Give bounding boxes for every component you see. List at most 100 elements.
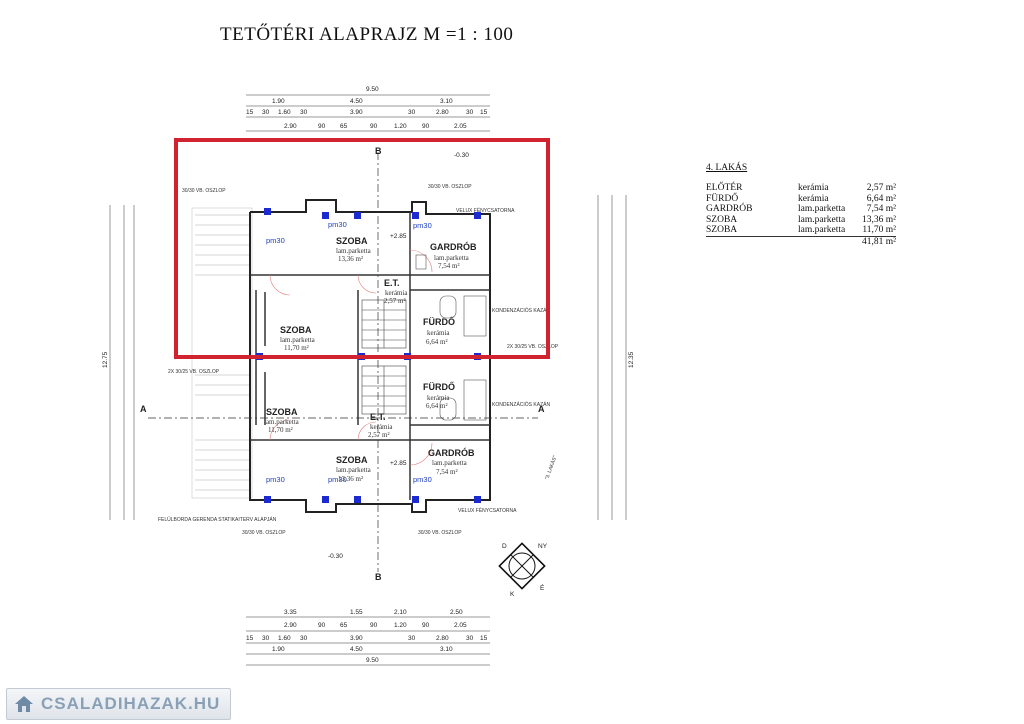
svg-text:E.T.: E.T. bbox=[384, 278, 400, 288]
apartment-total: 41,81 m² bbox=[706, 235, 896, 247]
apartment-area-table: 4. LAKÁS ELŐTÉR kerámia 2,57 m² FÜRDŐ ke… bbox=[706, 163, 896, 247]
svg-text:13,36 m²: 13,36 m² bbox=[338, 255, 363, 263]
svg-text:kerámia: kerámia bbox=[370, 423, 393, 431]
pillar-note-top-left: 30/30 VB. OSZLOP bbox=[182, 188, 226, 194]
svg-text:SZOBA: SZOBA bbox=[266, 407, 298, 417]
dim-top-r2-6: 2.80 bbox=[436, 109, 449, 116]
compass-e: É bbox=[540, 583, 545, 592]
level-top: -0.30 bbox=[454, 152, 469, 159]
svg-text:lam.parketta: lam.parketta bbox=[264, 418, 300, 426]
dim-top-r3-6: 2.05 bbox=[454, 123, 467, 130]
stairs bbox=[361, 299, 407, 415]
dim-bot-r2-5: 30 bbox=[408, 635, 416, 642]
dim-bot-r3-2: 3.10 bbox=[440, 646, 453, 653]
dim-bot-r1-2: 65 bbox=[340, 622, 348, 629]
house-icon bbox=[15, 696, 33, 712]
room-gardrob-top: GARDRÓB lam.parketta 7,54 m² bbox=[430, 241, 477, 270]
beam-note: FELÜLBORDA GERENDA STATIKAITERV ALAPJÁN bbox=[158, 516, 277, 523]
svg-text:6,64 m²: 6,64 m² bbox=[426, 338, 448, 346]
dim-bot-r2-2: 1.60 bbox=[278, 635, 291, 642]
dim-bot-r1-1: 90 bbox=[318, 622, 326, 629]
dim-right-total: 12.35 bbox=[628, 351, 635, 368]
svg-text:E.T.: E.T. bbox=[370, 412, 386, 422]
dim-bot-r2-1: 30 bbox=[262, 635, 270, 642]
table-row: GARDRÓB lam.parketta 7,54 m² bbox=[706, 204, 896, 214]
svg-text:11,70 m²: 11,70 m² bbox=[284, 344, 309, 352]
compass-ny: NY bbox=[538, 543, 548, 550]
dim-bot-r1-5: 90 bbox=[422, 622, 430, 629]
pm30-label: pm30 bbox=[413, 475, 432, 484]
kazan-note-bottom: KONDENZÁCIÓS KAZÁN bbox=[492, 401, 550, 408]
velux-note-top: VELUX FÉNYCSATORNA bbox=[456, 207, 515, 214]
dim-bot-r2-8: 15 bbox=[480, 635, 488, 642]
level-bottom: -0.30 bbox=[328, 553, 343, 560]
bathroom-fixtures bbox=[415, 254, 487, 421]
compass-k: K bbox=[510, 591, 515, 598]
svg-text:kerámia: kerámia bbox=[427, 329, 450, 337]
dim-bot-r1-3: 90 bbox=[370, 622, 378, 629]
pm30-label: pm30 bbox=[413, 221, 432, 230]
svg-text:lam.parketta: lam.parketta bbox=[432, 459, 468, 467]
dim-bot-r2-0: 15 bbox=[246, 635, 254, 642]
dim-top-total: 9.50 bbox=[366, 86, 379, 93]
dim-bot-r2-3: 30 bbox=[300, 635, 308, 642]
table-row: ELŐTÉR kerámia 2,57 m² bbox=[706, 183, 896, 193]
svg-text:SZOBA: SZOBA bbox=[336, 455, 368, 465]
pillar2-note-left: 2X 30/25 VB. OSZLOP bbox=[168, 369, 220, 375]
svg-text:SZOBA: SZOBA bbox=[280, 325, 312, 335]
table-row: SZOBA lam.parketta 13,36 m² bbox=[706, 214, 896, 225]
room-szoba-top: SZOBA lam.parketta 13,36 m² bbox=[336, 236, 372, 263]
pm30-label: pm30 bbox=[328, 220, 347, 229]
dim-top-r2-3: 30 bbox=[300, 109, 308, 116]
table-row: FÜRDŐ kerámia 6,64 m² bbox=[706, 193, 896, 204]
table-row: SZOBA lam.parketta 11,70 m² bbox=[706, 225, 896, 235]
svg-text:6,64 m²: 6,64 m² bbox=[426, 402, 448, 410]
dim-bot-r0-1: 1.55 bbox=[350, 609, 363, 616]
dim-top-r2-4: 3.90 bbox=[350, 109, 363, 116]
compass-rose-icon: D NY É K bbox=[498, 542, 548, 598]
room-szoba-mid-bottom: SZOBA lam.parketta 11,70 m² bbox=[264, 407, 300, 434]
level-285-top: +2.85 bbox=[390, 233, 407, 240]
dim-bot-r0-3: 2.50 bbox=[450, 609, 463, 616]
pm30-label: pm30 bbox=[328, 475, 347, 484]
dim-top-r3-2: 65 bbox=[340, 123, 348, 130]
dim-top-r3-4: 1.20 bbox=[394, 123, 407, 130]
dim-bot-r0-2: 2.10 bbox=[394, 609, 407, 616]
pm30-label: pm30 bbox=[266, 475, 285, 484]
section-b-top: B bbox=[375, 146, 382, 156]
dim-bot-r3-1: 4.50 bbox=[350, 646, 363, 653]
svg-text:7,54 m²: 7,54 m² bbox=[436, 468, 458, 476]
svg-text:FÜRDŐ: FÜRDŐ bbox=[423, 381, 455, 392]
pillar2-note-right: 2X 30/25 VB. OSZLOP bbox=[507, 344, 559, 350]
dim-top-r3-3: 90 bbox=[370, 123, 378, 130]
site-logo[interactable]: CSALADIHAZAK.HU bbox=[6, 688, 232, 720]
dim-top-r2-7: 30 bbox=[466, 109, 474, 116]
dim-top-r2-1: 30 bbox=[262, 109, 270, 116]
kazan-note-top: KONDENZÁCIÓS KAZÁN bbox=[492, 307, 550, 314]
pm30-label: pm30 bbox=[266, 236, 285, 245]
dimension-lines bbox=[109, 94, 627, 666]
drawing-title: TETŐTÉRI ALAPRAJZ M =1 : 100 bbox=[220, 24, 514, 45]
dim-top-2: 4.50 bbox=[350, 98, 363, 105]
svg-text:lam.parketta: lam.parketta bbox=[336, 247, 372, 255]
velux-note-bottom: VELUX FÉNYCSATORNA bbox=[458, 507, 517, 514]
section-a-left: A bbox=[140, 404, 147, 414]
section-a-right: A bbox=[538, 404, 545, 414]
dim-bot-r1-0: 2.90 bbox=[284, 622, 297, 629]
dim-bot-r1-6: 2.05 bbox=[454, 622, 467, 629]
dim-left-total: 12.75 bbox=[102, 351, 109, 368]
dim-bot-r2-4: 3.90 bbox=[350, 635, 363, 642]
dim-bottom-total: 9.50 bbox=[366, 657, 379, 664]
room-et-bottom: E.T. kerámia 2,57 m² bbox=[368, 412, 393, 439]
room-furdo-bottom: FÜRDŐ kerámia 6,64 m² bbox=[423, 381, 455, 410]
room-szoba-bottom: SZOBA lam.parketta 13,36 m² bbox=[336, 455, 372, 483]
room-et-top: E.T. kerámia 2,57 m² bbox=[384, 278, 408, 305]
dim-bot-r2-7: 30 bbox=[466, 635, 474, 642]
dim-top-r3-5: 90 bbox=[422, 123, 430, 130]
level-285-bottom: +2.85 bbox=[390, 460, 407, 467]
dim-bot-r1-4: 1.20 bbox=[394, 622, 407, 629]
dim-bot-r2-6: 2.80 bbox=[436, 635, 449, 642]
outer-walls bbox=[249, 199, 491, 513]
svg-text:lam.parketta: lam.parketta bbox=[336, 466, 372, 474]
svg-text:2,57 m²: 2,57 m² bbox=[384, 297, 406, 305]
